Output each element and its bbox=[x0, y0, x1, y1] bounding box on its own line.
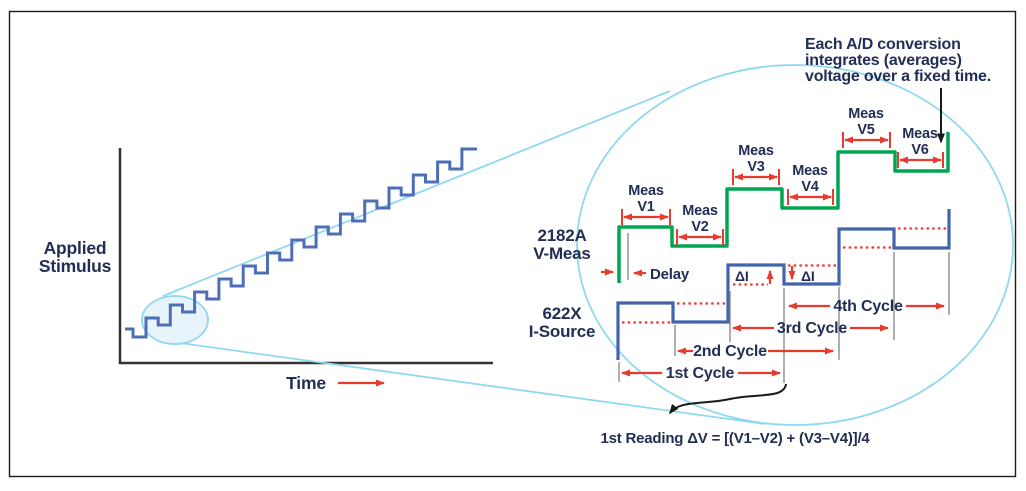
meas-label-line1: Meas bbox=[792, 163, 828, 179]
meas-interval-v5: Meas V5 bbox=[842, 106, 891, 148]
note-line1: Each A/D conversion bbox=[805, 36, 961, 53]
meas-interval-v4: Meas V4 bbox=[787, 163, 834, 205]
ad-conversion-note: Each A/D conversion integrates (averages… bbox=[805, 36, 991, 144]
stimulus-staircase-waveform bbox=[125, 147, 477, 339]
cycle-span-4: 4th Cycle bbox=[788, 298, 945, 315]
cycle-label: 4th Cycle bbox=[833, 298, 903, 315]
meas-label-line1: Meas bbox=[848, 106, 884, 122]
alternate-level-dotted-lines bbox=[622, 227, 946, 324]
note-line2: integrates (averages) bbox=[805, 52, 962, 69]
cycle-label: 1st Cycle bbox=[666, 365, 735, 382]
cycle-markers bbox=[618, 233, 950, 383]
magnifier-lower-line bbox=[179, 342, 766, 425]
first-reading-annotation: 1st Reading ΔV = [(V1–V2) + (V3–V4)]/4 bbox=[600, 383, 871, 447]
meas-label-line2: V2 bbox=[691, 219, 708, 235]
meas-interval-v2: Meas V2 bbox=[676, 203, 724, 245]
meas-label-line1: Meas bbox=[628, 183, 664, 199]
delay-label: Delay bbox=[650, 266, 690, 283]
magnifier-upper-line bbox=[162, 90, 671, 297]
x-axis-label: Time bbox=[286, 373, 326, 393]
y-axis-label-line1: Applied bbox=[44, 238, 107, 258]
meas-label-line2: V5 bbox=[857, 122, 874, 138]
meas-interval-v3: Meas V3 bbox=[732, 143, 780, 185]
border-frame bbox=[8, 10, 1017, 478]
formula-curved-arrow bbox=[669, 383, 787, 415]
chart-axes bbox=[118, 148, 493, 365]
cycle-span-1: 1st Cycle bbox=[621, 365, 781, 382]
vmeas-waveform bbox=[617, 132, 950, 283]
magnifier-source-ellipse bbox=[141, 295, 209, 345]
delay-annotation: Delay bbox=[601, 266, 690, 283]
delta-i-label-left: ΔI bbox=[735, 268, 749, 284]
cycle-label: 2nd Cycle bbox=[693, 343, 767, 360]
vmeas-device-line1: 2182A bbox=[537, 226, 586, 245]
isource-waveform bbox=[616, 209, 951, 360]
isource-device-line1: 622X bbox=[543, 304, 583, 323]
isource-device-line2: I-Source bbox=[529, 322, 595, 341]
delta-i-label-right: ΔI bbox=[801, 268, 815, 284]
magnifier-target-ellipse bbox=[576, 64, 1014, 426]
cycle-span-3: 3rd Cycle bbox=[732, 320, 889, 337]
note-line3: voltage over a fixed time. bbox=[805, 68, 991, 85]
meas-interval-v1: Meas V1 bbox=[621, 183, 671, 225]
cycle-span-2: 2nd Cycle bbox=[677, 343, 834, 360]
meas-label-line2: V4 bbox=[801, 179, 818, 195]
delta-i-annotations: ΔI ΔI bbox=[735, 266, 815, 284]
vmeas-device-line2: V-Meas bbox=[533, 244, 590, 263]
meas-label-line2: V6 bbox=[911, 142, 928, 158]
meas-label-line1: Meas bbox=[682, 203, 718, 219]
meas-label-line1: Meas bbox=[738, 143, 774, 159]
meas-label-line1: Meas bbox=[902, 126, 938, 142]
meas-label-line2: V3 bbox=[747, 159, 764, 175]
instrument-labels: 2182A V-Meas 622X I-Source bbox=[529, 226, 596, 341]
y-axis-label-line2: Stimulus bbox=[39, 256, 112, 276]
applied-stimulus-chart: Applied Stimulus Time bbox=[39, 90, 766, 425]
detail-diagram: Meas V1 Meas V2 Meas V3 bbox=[529, 36, 991, 447]
meas-intervals: Meas V1 Meas V2 Meas V3 bbox=[621, 106, 944, 245]
meas-label-line2: V1 bbox=[637, 199, 654, 215]
cycle-label: 3rd Cycle bbox=[777, 320, 848, 337]
formula-text: 1st Reading ΔV = [(V1–V2) + (V3–V4)]/4 bbox=[600, 430, 870, 447]
meas-interval-v6: Meas V6 bbox=[897, 126, 944, 168]
cycle-spans: 1st Cycle 2nd Cycle 3rd Cycle 4th Cycle bbox=[621, 298, 945, 382]
